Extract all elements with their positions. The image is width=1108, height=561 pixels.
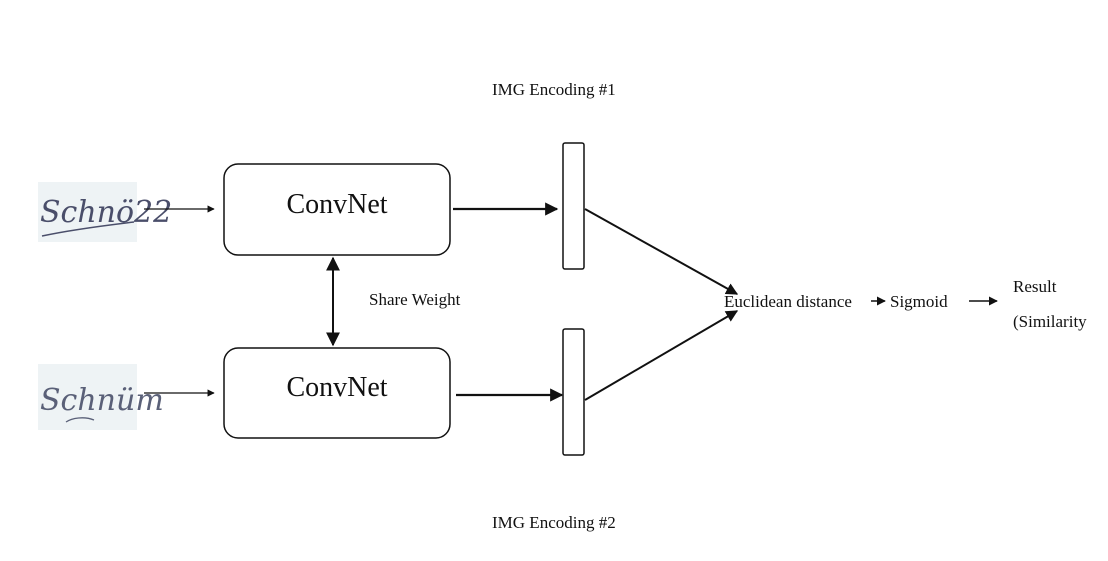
signature-top-ink: Schnö22 — [40, 195, 172, 230]
share-weight-label: Share Weight — [369, 290, 461, 309]
encoding-label-bottom: IMG Encoding #2 — [492, 513, 616, 532]
result-label: Result — [1013, 277, 1057, 296]
euclidean-distance-label: Euclidean distance — [724, 292, 852, 311]
similarity-label: (Similarity — [1013, 312, 1087, 331]
encoding-label-top: IMG Encoding #1 — [492, 80, 616, 99]
convnet-label-bottom: ConvNet — [286, 372, 388, 403]
signature-image-bottom: Schnüm — [38, 364, 164, 430]
sigmoid-label: Sigmoid — [890, 292, 948, 311]
signature-bottom-ink: Schnüm — [40, 383, 164, 418]
convnet-box-bottom — [223, 347, 451, 439]
distance-arrow-top — [584, 208, 739, 295]
signature-image-top: Schnö22 — [38, 182, 172, 242]
convnet-label-top: ConvNet — [286, 189, 388, 220]
encoding-vector-bottom — [562, 328, 585, 456]
convnet-box-top — [223, 163, 451, 256]
encoding-vector-top — [562, 142, 585, 270]
distance-arrow-bottom — [584, 310, 739, 401]
